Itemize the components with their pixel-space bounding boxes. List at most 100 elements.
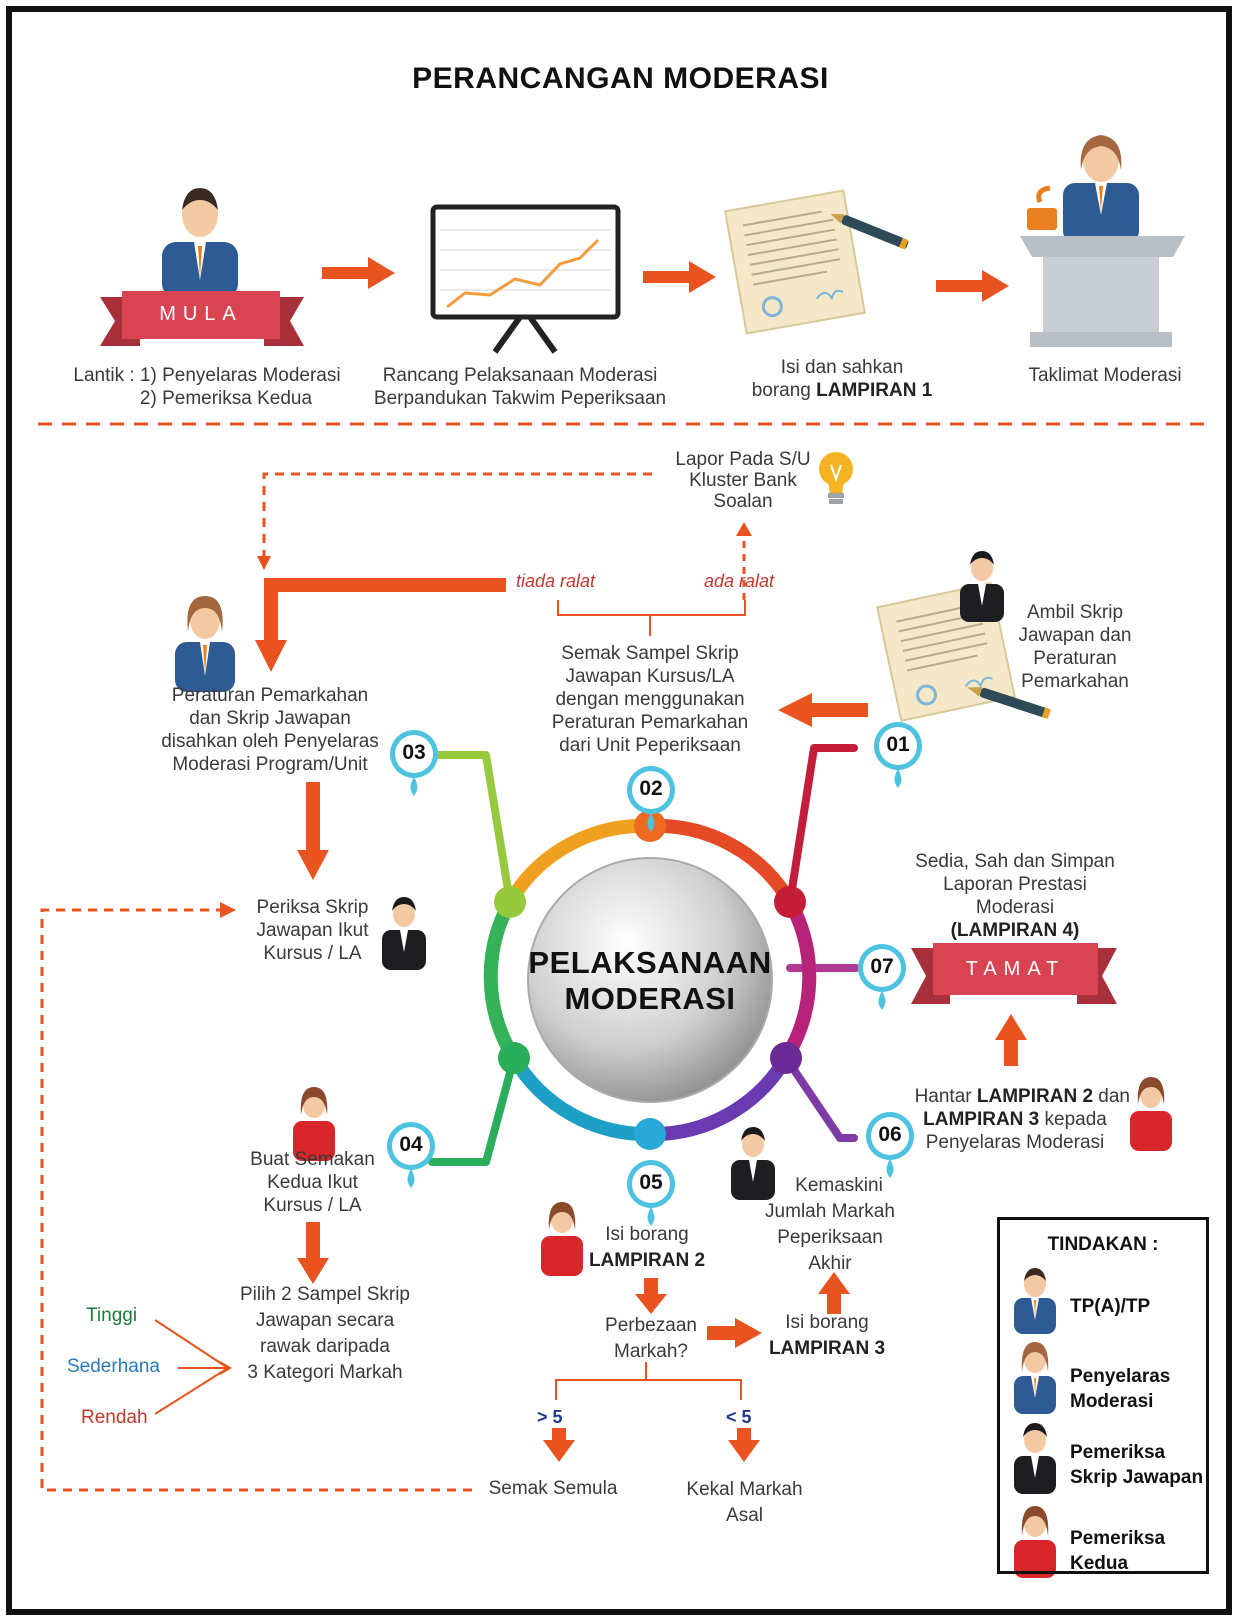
- end-banner-shape: [911, 943, 1117, 1004]
- step01-line1: Ambil Skrip: [1026, 602, 1124, 623]
- step07-line2: Laporan Prestasi: [943, 874, 1087, 895]
- diff-line1: Perbezaan: [605, 1315, 697, 1336]
- step03-line1: Peraturan Pemarkahan: [171, 685, 369, 706]
- fill3-line1: Isi borang: [785, 1312, 869, 1333]
- check-line3: Kursus / LA: [263, 943, 362, 964]
- legend-role1: TP(A)/TP: [1070, 1296, 1151, 1317]
- pick-line2: Jawapan secara: [255, 1310, 395, 1331]
- pin-01-label: 01: [886, 733, 910, 756]
- arrow-step06-to-end: [995, 1014, 1027, 1066]
- step3-line2-prefix: borang: [751, 380, 811, 401]
- arrow-diff-to-fill3: [707, 1318, 762, 1348]
- legend-second-examiner-icon: [1014, 1506, 1056, 1578]
- page-title: PERANCANGAN MODERASI: [412, 62, 829, 95]
- arrow-step03-to-check: [297, 782, 329, 880]
- pin-07-label: 07: [870, 955, 894, 978]
- category-arrows: [154, 1319, 232, 1415]
- step07-text: Sedia, Sah dan Simpan Laporan Prestasi M…: [900, 850, 1130, 942]
- report-line2: Kluster Bank: [689, 470, 797, 491]
- arrow-lt5-down: [728, 1428, 760, 1462]
- category-low: Rendah: [81, 1407, 148, 1428]
- ada-ralat-arrowhead: [736, 522, 752, 536]
- arrow-step04-to-pick: [297, 1222, 329, 1284]
- hub-ring: [483, 818, 817, 1142]
- step3-text: Isi dan sahkan borang LAMPIRAN 1: [722, 356, 962, 402]
- no-error-label: tiada ralat: [516, 571, 596, 591]
- diff-text: Perbezaan Markah?: [596, 1313, 706, 1365]
- legend-role4-line1: Pemeriksa: [1070, 1528, 1166, 1549]
- report-dashed-arrowhead: [257, 556, 271, 570]
- legend-role2-line2: Moderasi: [1070, 1391, 1154, 1412]
- step02-line3: dengan menggunakan: [555, 689, 745, 710]
- fill3-line2: LAMPIRAN 3: [768, 1338, 886, 1359]
- step04-line3: Kursus / LA: [263, 1195, 362, 1216]
- keep-line1: Kekal Markah: [686, 1479, 803, 1500]
- arrow-gt5-down: [543, 1428, 575, 1462]
- step04-line1: Buat Semakan: [250, 1149, 375, 1170]
- podium-speaker-icon: [1020, 135, 1185, 347]
- step02-line4: Peraturan Pemarkahan: [551, 712, 749, 733]
- check-scripts-text: Periksa Skrip Jawapan Ikut Kursus / LA: [240, 896, 385, 965]
- step01-line3: Peraturan: [1033, 648, 1117, 669]
- step06-text: Hantar LAMPIRAN 2 dan LAMPIRAN 3 kepada …: [900, 1085, 1130, 1154]
- pick-line3: rawak daripada: [260, 1336, 390, 1357]
- arrow-step01-to-step02: [778, 693, 868, 727]
- end-banner-label: TAMAT: [965, 958, 1066, 980]
- arrow-fill2-to-diff: [635, 1278, 667, 1314]
- step1-text: Lantik : 1) Penyelaras Moderasi 2) Pemer…: [62, 364, 352, 410]
- step02-line2: Jawapan Kursus/LA: [565, 666, 735, 687]
- step01-line4: Pemarkahan: [1021, 671, 1129, 692]
- legend-examiner-icon: [1014, 1423, 1056, 1494]
- hub-label: PELAKSANAAN MODERASI: [520, 945, 780, 1017]
- hub-spokes: [428, 744, 860, 1166]
- tiada-ralat-arrow: [255, 578, 506, 672]
- report-line3: Soalan: [713, 491, 773, 512]
- category-mid: Sederhana: [67, 1356, 160, 1377]
- second-examiner-icon-step06: [1130, 1077, 1172, 1151]
- hub-sphere: [527, 857, 773, 1103]
- top-arrow-2: [643, 261, 716, 293]
- step02-line5: dari Unit Peperiksaan: [559, 735, 741, 756]
- has-error-label: ada ralat: [704, 571, 775, 591]
- step01-text: Ambil Skrip Jawapan dan Peraturan Pemark…: [1010, 601, 1140, 693]
- step06-line2-bold: LAMPIRAN 3: [923, 1109, 1040, 1130]
- legend-tpa-icon: [1014, 1268, 1056, 1334]
- whiteboard-chart-icon: [430, 204, 621, 354]
- pick-line4: 3 Kategori Markah: [247, 1362, 403, 1383]
- threshold-lt: < 5: [726, 1407, 752, 1427]
- step06-line1-bold: LAMPIRAN 2: [976, 1086, 1094, 1107]
- category-high: Tinggi: [86, 1305, 138, 1326]
- step06-line1-prefix: Hantar: [914, 1086, 972, 1107]
- step06-line3: Penyelaras Moderasi: [925, 1132, 1105, 1153]
- pin-05-label: 05: [639, 1171, 663, 1194]
- pen-step01-icon: [967, 687, 1051, 719]
- report-text: Lapor Pada S/U Kluster Bank Soalan: [658, 449, 828, 512]
- coordinator-icon-step03: [175, 596, 235, 692]
- step06-line2-suffix: kepada: [1044, 1109, 1107, 1130]
- pick-line1: Pilih 2 Sampel Skrip: [239, 1284, 411, 1305]
- top-arrow-1: [322, 257, 395, 289]
- start-banner-shape: [100, 291, 304, 346]
- step03-text: Peraturan Pemarkahan dan Skrip Jawapan d…: [150, 684, 390, 776]
- legend-title: TINDAKAN :: [1047, 1234, 1159, 1255]
- step04-text: Buat Semakan Kedua Ikut Kursus / LA: [240, 1148, 385, 1217]
- pen-icon: [830, 214, 909, 250]
- second-examiner-icon-step04: [293, 1087, 335, 1161]
- pin-04-label: 04: [399, 1133, 423, 1156]
- hub-line1: PELAKSANAAN: [528, 945, 772, 980]
- step02-text: Semak Sampel Skrip Jawapan Kursus/LA den…: [520, 642, 780, 757]
- threshold-gt: > 5: [537, 1407, 563, 1427]
- step3-line2-bold: LAMPIRAN 1: [816, 380, 933, 401]
- step02-line1: Semak Sampel Skrip: [561, 643, 739, 664]
- step05-text: Isi borang LAMPIRAN 2: [582, 1222, 712, 1274]
- step4-text: Taklimat Moderasi: [1028, 365, 1182, 386]
- update-line3: Peperiksaan: [777, 1227, 883, 1248]
- legend-role3-line2: Skrip Jawapan: [1070, 1467, 1204, 1488]
- legend-role2: Penyelaras Moderasi: [1070, 1364, 1170, 1414]
- pin-02-label: 02: [639, 777, 663, 800]
- update-line4: Akhir: [808, 1253, 852, 1274]
- step3-line1: Isi dan sahkan: [780, 357, 904, 378]
- step06-line1-suffix: dan: [1098, 1086, 1130, 1107]
- second-examiner-icon-step05: [541, 1202, 583, 1276]
